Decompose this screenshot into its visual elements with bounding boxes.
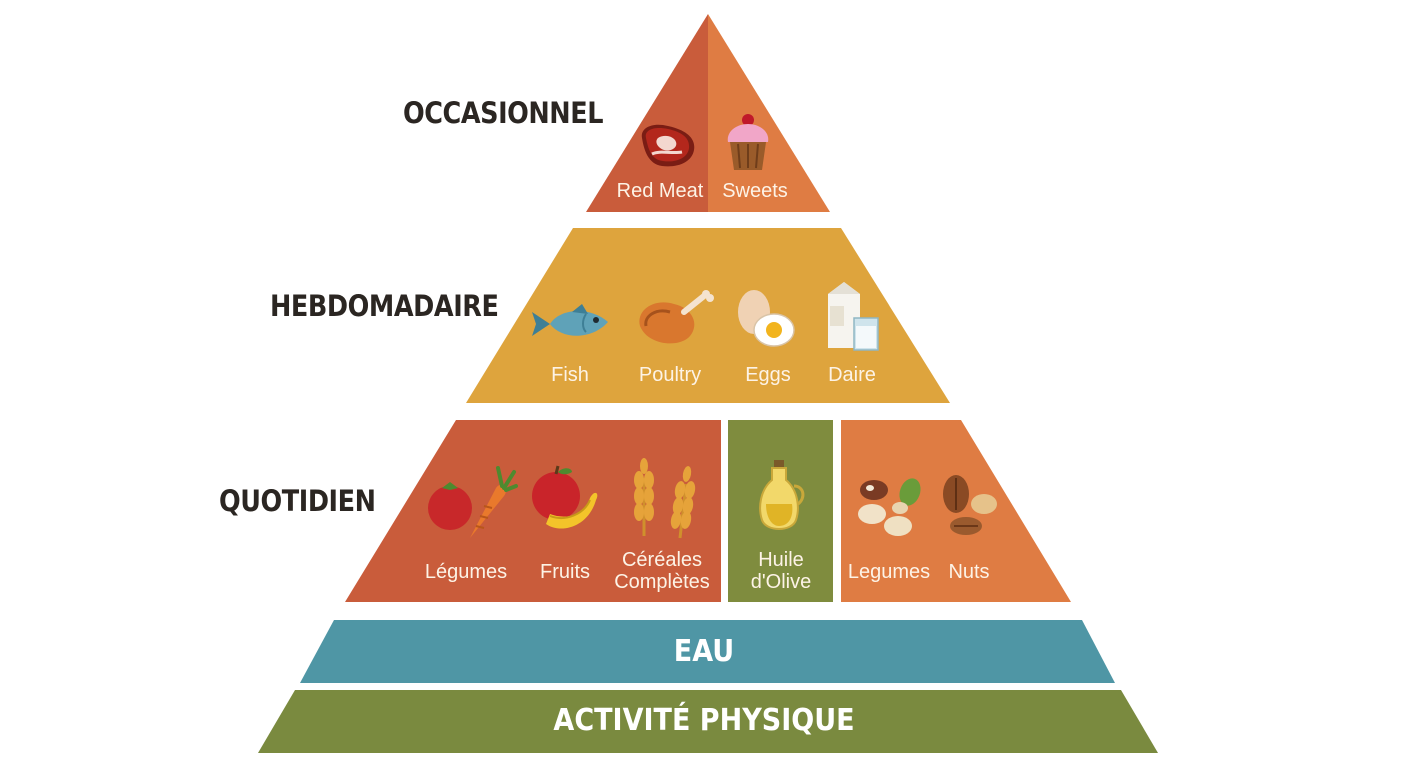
item-label-eggs: Eggs bbox=[745, 364, 791, 386]
item-label-daire: Daire bbox=[828, 364, 876, 386]
cupcake-icon bbox=[727, 114, 769, 170]
item-label-legumes-beans: Legumes bbox=[847, 561, 931, 583]
fish-icon bbox=[532, 304, 608, 336]
level-label-quotidien: QUOTIDIEN bbox=[219, 484, 376, 518]
item-label-nuts: Nuts bbox=[948, 561, 990, 583]
item-label-poultry: Poultry bbox=[638, 364, 702, 386]
item-label-legumes-veg: Légumes bbox=[424, 561, 508, 583]
tier-hebdomadaire bbox=[466, 228, 950, 403]
item-label-fruits: Fruits bbox=[540, 561, 590, 583]
item-label-cereales-line1: Céréales bbox=[621, 549, 703, 571]
item-label-red-meat: Red Meat bbox=[616, 180, 704, 202]
band-label-activity: ACTIVITÉ PHYSIQUE bbox=[553, 703, 855, 738]
item-label-olive-oil-line2: d'Olive bbox=[750, 571, 812, 593]
nuts-icon bbox=[943, 475, 997, 535]
item-label-olive-oil-line1: Huile bbox=[758, 549, 804, 571]
vegetables-icon bbox=[428, 466, 518, 538]
milk-icon bbox=[828, 282, 879, 351]
wheat-icon bbox=[634, 458, 696, 539]
olive-oil-icon bbox=[759, 460, 805, 530]
fruits-icon bbox=[532, 465, 598, 529]
item-label-olive-oil: Huile d'Olive bbox=[751, 549, 812, 593]
item-label-cereales: Céréales Complètes bbox=[614, 549, 710, 593]
item-label-sweets: Sweets bbox=[722, 180, 788, 202]
tier-quotidien-left bbox=[345, 420, 721, 602]
level-label-occasionnel: OCCASIONNEL bbox=[403, 96, 604, 130]
band-activity bbox=[258, 690, 1158, 753]
steak-icon bbox=[641, 124, 695, 167]
item-label-fish: Fish bbox=[551, 364, 589, 386]
item-label-cereales-line2: Complètes bbox=[614, 571, 710, 593]
band-water bbox=[300, 620, 1115, 683]
band-label-water: EAU bbox=[673, 634, 735, 669]
eggs-icon bbox=[738, 290, 795, 347]
level-label-hebdomadaire: HEBDOMADAIRE bbox=[270, 289, 499, 323]
beans-icon bbox=[858, 478, 921, 536]
poultry-icon bbox=[639, 290, 714, 344]
